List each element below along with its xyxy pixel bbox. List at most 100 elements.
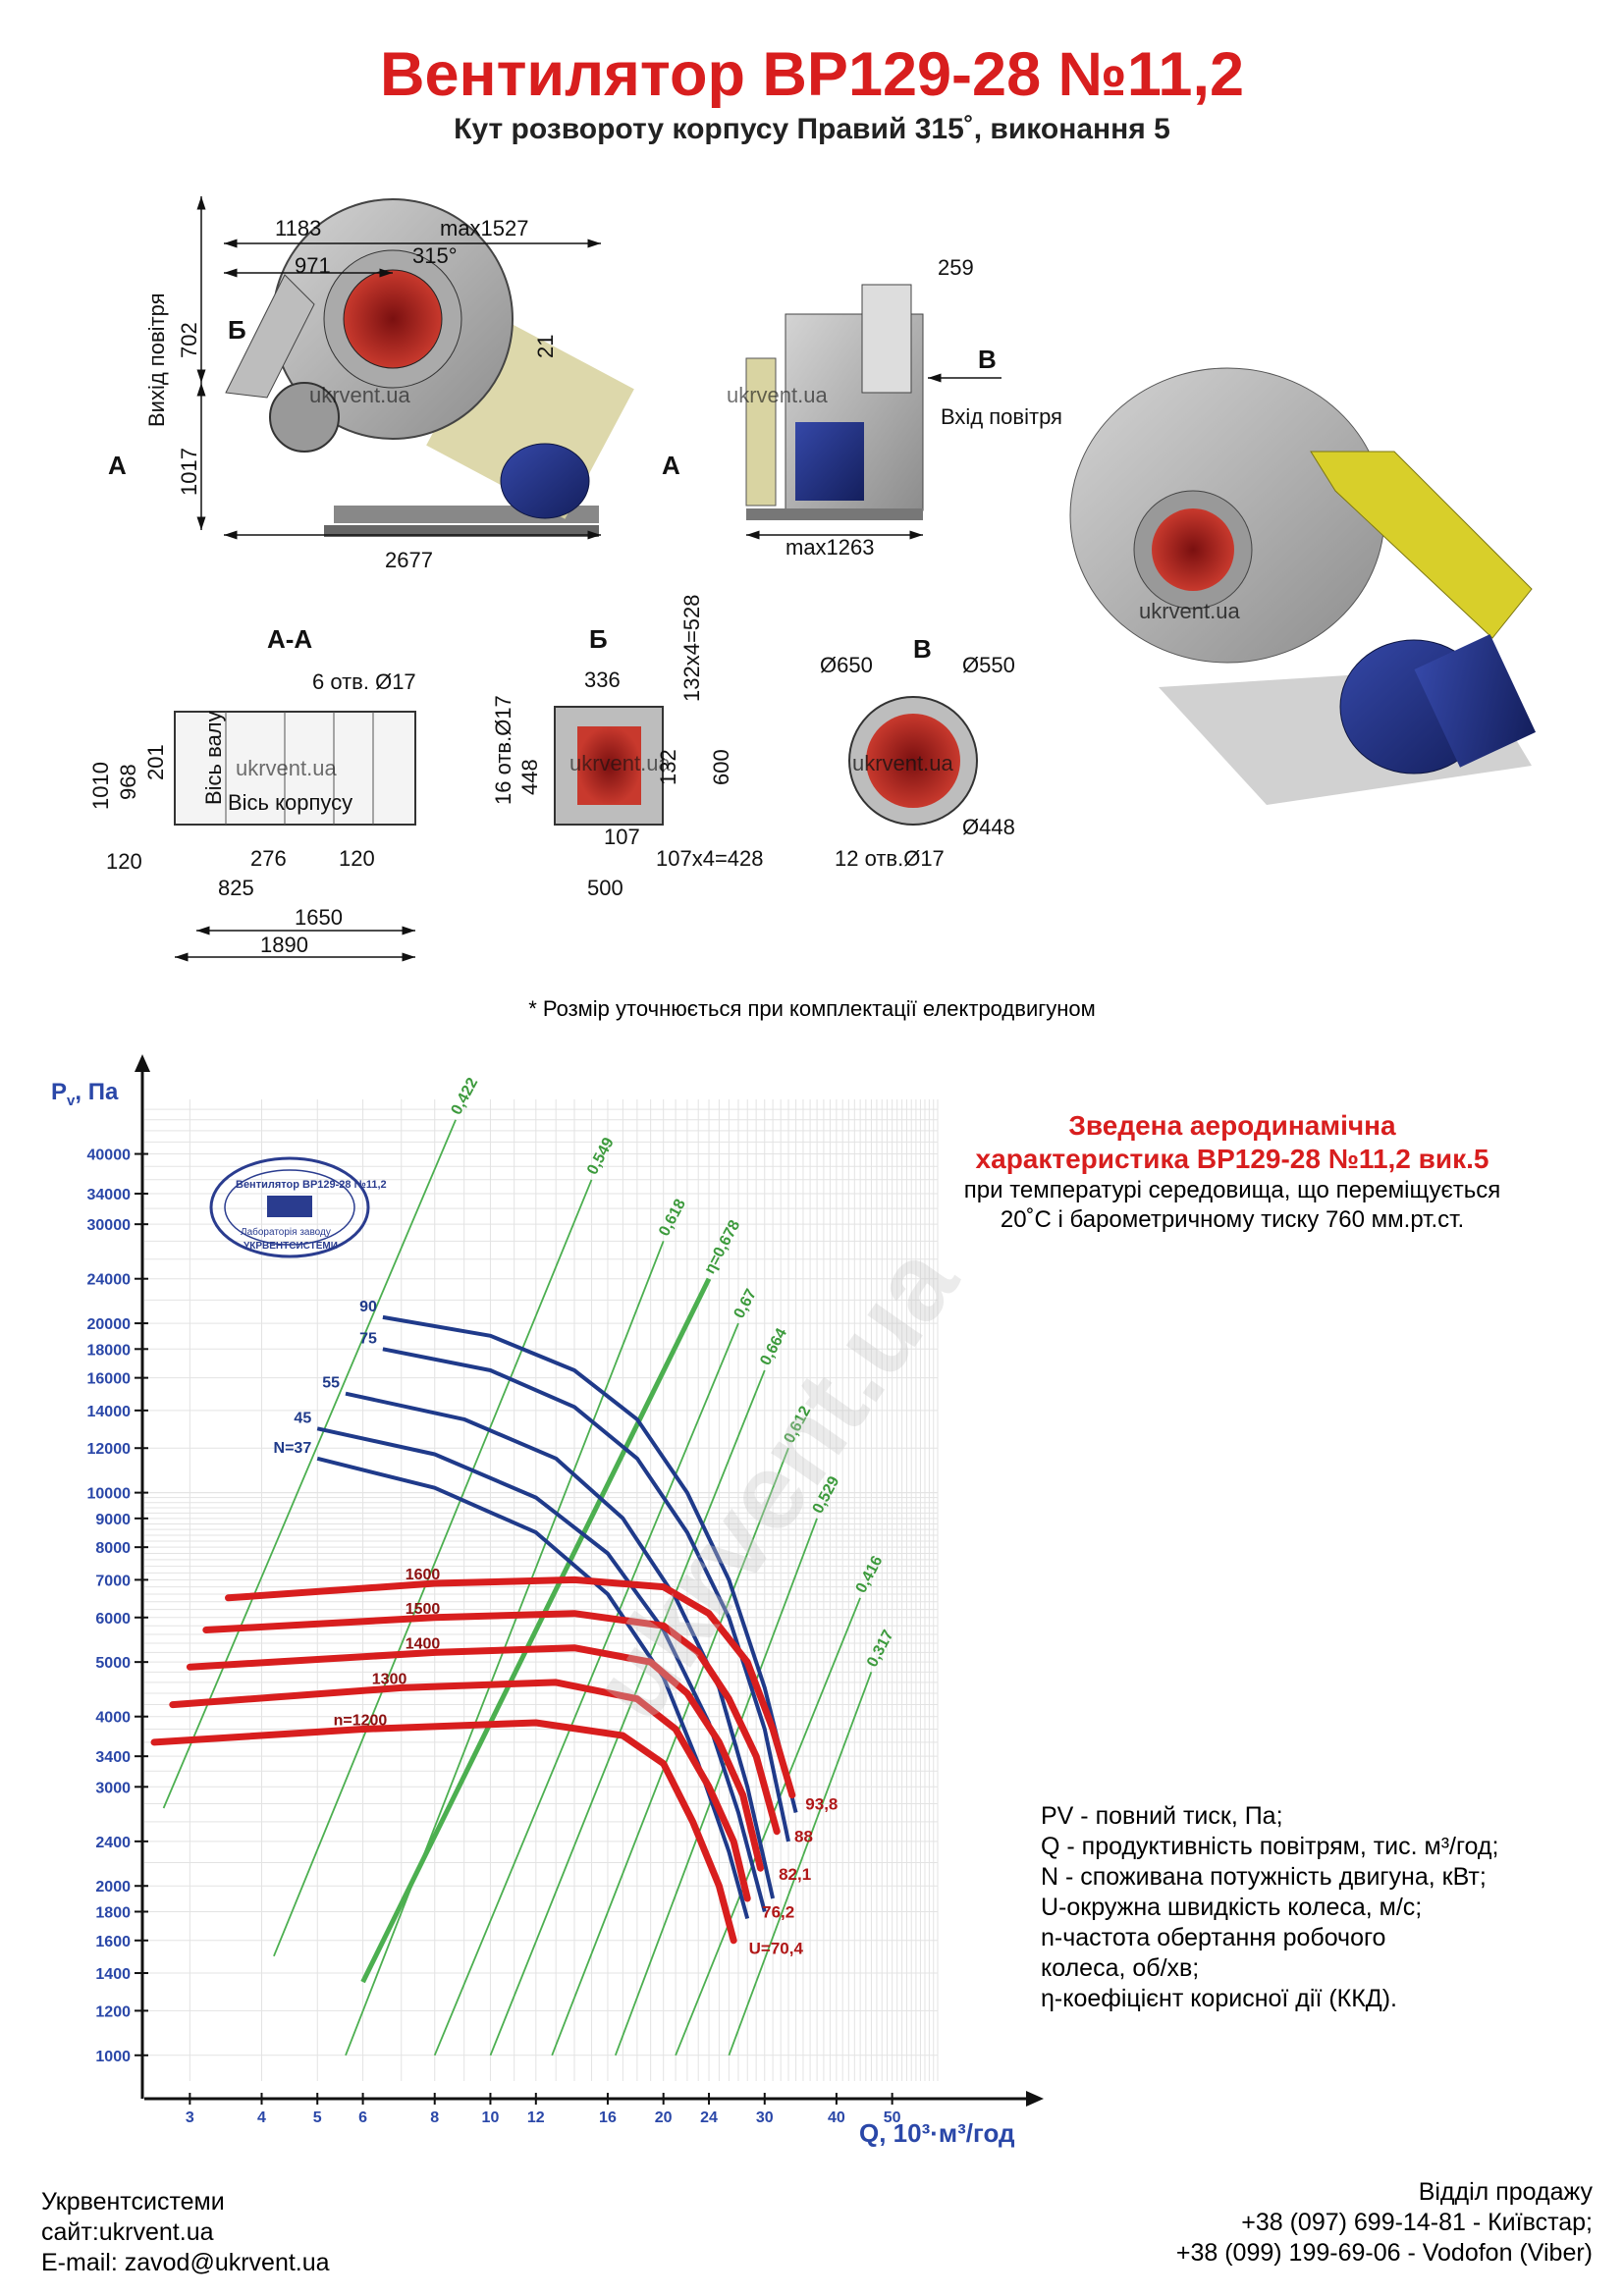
dim-550: Ø550 bbox=[962, 653, 1015, 677]
x-axis-arrow bbox=[1026, 2091, 1044, 2107]
dim-132x4: 132x4=528 bbox=[679, 595, 704, 703]
speed-curve bbox=[202, 1610, 781, 1836]
dim-max1527: max1527 bbox=[440, 216, 529, 240]
speed-label: 1400 bbox=[406, 1635, 441, 1652]
dim-448v: Ø448 bbox=[962, 815, 1015, 839]
y-tick-label: 3000 bbox=[95, 1780, 131, 1796]
dim-276: 276 bbox=[250, 846, 287, 871]
view-v-title: В bbox=[913, 634, 932, 664]
y-tick-label: 4000 bbox=[95, 1710, 131, 1727]
efficiency-line bbox=[675, 1597, 861, 2056]
y-tick-label: 7000 bbox=[95, 1573, 131, 1589]
y-tick-label: 3400 bbox=[95, 1749, 131, 1766]
dim-12-holes: 12 отв.Ø17 bbox=[835, 846, 945, 871]
efficiency-line bbox=[273, 1179, 593, 1957]
stamp-line-1: Вентилятор ВР129-28 №11,2 bbox=[236, 1179, 387, 1191]
y-tick-label: 40000 bbox=[87, 1148, 132, 1164]
x-tick-label: 20 bbox=[655, 2109, 673, 2126]
dim-16-holes: 16 отв.Ø17 bbox=[491, 695, 515, 805]
dim-120-right: 120 bbox=[339, 846, 375, 871]
label-v: В bbox=[978, 345, 997, 374]
power-curve bbox=[382, 1314, 798, 1813]
view-b: Б 336 132x4=528 16 отв.Ø17 448 132 600 1… bbox=[491, 595, 764, 901]
dim-825: 825 bbox=[218, 876, 254, 900]
watermark-side: ukrvent.ua bbox=[727, 383, 828, 407]
lab-stamp: Вентилятор ВР129-28 №11,2 Лабораторія за… bbox=[209, 1156, 387, 1258]
y-tick-label: 9000 bbox=[95, 1512, 131, 1528]
dim-600: 600 bbox=[709, 749, 733, 785]
dim-6-holes: 6 отв. Ø17 bbox=[312, 669, 416, 694]
phone-vodafone[interactable]: +38 (099) 199-69-06 - Vodofon (Viber) bbox=[1175, 2239, 1593, 2267]
y-axis-arrow bbox=[135, 1054, 150, 1072]
power-curve bbox=[382, 1347, 790, 1842]
y-tick-label: 1200 bbox=[95, 2003, 131, 2020]
speed-curve bbox=[150, 1719, 737, 1945]
dim-21: 21 bbox=[533, 335, 558, 358]
watermark-aa: ukrvent.ua bbox=[236, 756, 337, 780]
legend-item: PV - повний тиск, Па; bbox=[1041, 1802, 1283, 1830]
watermark-v: ukrvent.ua bbox=[852, 751, 953, 775]
y-tick-label: 1600 bbox=[95, 1934, 131, 1950]
front-view: 1183 max1527 971 315° 702 21 1017 2677 Б… bbox=[108, 196, 680, 572]
stamp-line-3: УКРВЕНТСИСТЕМИ bbox=[244, 1241, 338, 1252]
view-b-title: Б bbox=[589, 624, 608, 654]
summary-heading-2: характеристика ВР129-28 №11,2 вик.5 bbox=[975, 1144, 1489, 1174]
label-a-left: А bbox=[108, 451, 127, 480]
x-tick-label: 12 bbox=[527, 2109, 545, 2126]
velocity-label: 93,8 bbox=[805, 1794, 838, 1813]
x-tick-label: 50 bbox=[884, 2109, 901, 2126]
label-body-axis: Вісь корпусу bbox=[228, 790, 352, 815]
x-tick-label: 8 bbox=[430, 2109, 439, 2126]
legend-item: колеса, об/хв; bbox=[1041, 1954, 1200, 1982]
footer-contacts: Відділ продажу +38 (097) 699-14-81 - Киї… bbox=[1176, 2177, 1593, 2269]
label-a-right: А bbox=[662, 451, 680, 480]
legend-item: N - споживана потужність двигуна, кВт; bbox=[1041, 1863, 1487, 1891]
dim-107x4: 107x4=428 bbox=[656, 846, 764, 871]
company-name: Укрвентсистеми bbox=[41, 2188, 225, 2216]
y-tick-label: 20000 bbox=[87, 1316, 132, 1333]
label-air-in: Вхід повітря bbox=[941, 404, 1062, 429]
x-tick-label: 24 bbox=[700, 2109, 718, 2126]
watermark-b: ukrvent.ua bbox=[569, 751, 671, 775]
y-tick-label: 16000 bbox=[87, 1371, 132, 1388]
power-label: 75 bbox=[359, 1330, 377, 1347]
page-subtitle: Кут розвороту корпусу Правий 315˚, викон… bbox=[454, 113, 1170, 145]
dim-702: 702 bbox=[177, 322, 201, 358]
dim-259: 259 bbox=[938, 255, 974, 280]
dim-1010: 1010 bbox=[88, 762, 113, 810]
speed-label: n=1200 bbox=[334, 1712, 388, 1729]
dim-650: Ø650 bbox=[820, 653, 873, 677]
power-curve bbox=[316, 1456, 750, 1920]
label-air-out: Вихід повітря bbox=[144, 293, 169, 427]
efficiency-line bbox=[360, 1277, 712, 1984]
sales-dept: Відділ продажу bbox=[1418, 2178, 1593, 2206]
velocity-label: 88 bbox=[794, 1828, 813, 1846]
dim-448: 448 bbox=[517, 759, 542, 795]
y-tick-label: 12000 bbox=[87, 1441, 132, 1458]
stamp-line-2: Лабораторія заводу bbox=[241, 1226, 331, 1238]
dim-1650: 1650 bbox=[295, 905, 343, 930]
company-email[interactable]: E-mail: zavod@ukrvent.ua bbox=[41, 2249, 330, 2276]
phone-kyivstar[interactable]: +38 (097) 699-14-81 - Київстар; bbox=[1241, 2209, 1593, 2236]
x-tick-label: 16 bbox=[599, 2109, 617, 2126]
watermark-front: ukrvent.ua bbox=[309, 383, 410, 407]
company-site[interactable]: сайт:ukrvent.ua bbox=[41, 2218, 214, 2246]
power-curve bbox=[345, 1391, 776, 1899]
efficiency-line bbox=[489, 1369, 766, 2056]
speed-label: 1600 bbox=[406, 1567, 441, 1583]
render-3d: ukrvent.ua bbox=[1069, 367, 1537, 805]
y-tick-label: 14000 bbox=[87, 1404, 132, 1420]
y-tick-label: 2400 bbox=[95, 1835, 131, 1851]
speed-curve bbox=[225, 1575, 796, 1799]
y-tick-label: 24000 bbox=[87, 1272, 132, 1289]
speed-curve bbox=[169, 1679, 751, 1902]
power-label: 45 bbox=[294, 1410, 311, 1426]
footnote: * Розмір уточнюється при комплектації ел… bbox=[528, 996, 1096, 1021]
plot-area bbox=[144, 1099, 938, 2081]
y-tick-label: 30000 bbox=[87, 1217, 132, 1234]
y-tick-label: 34000 bbox=[87, 1187, 132, 1203]
